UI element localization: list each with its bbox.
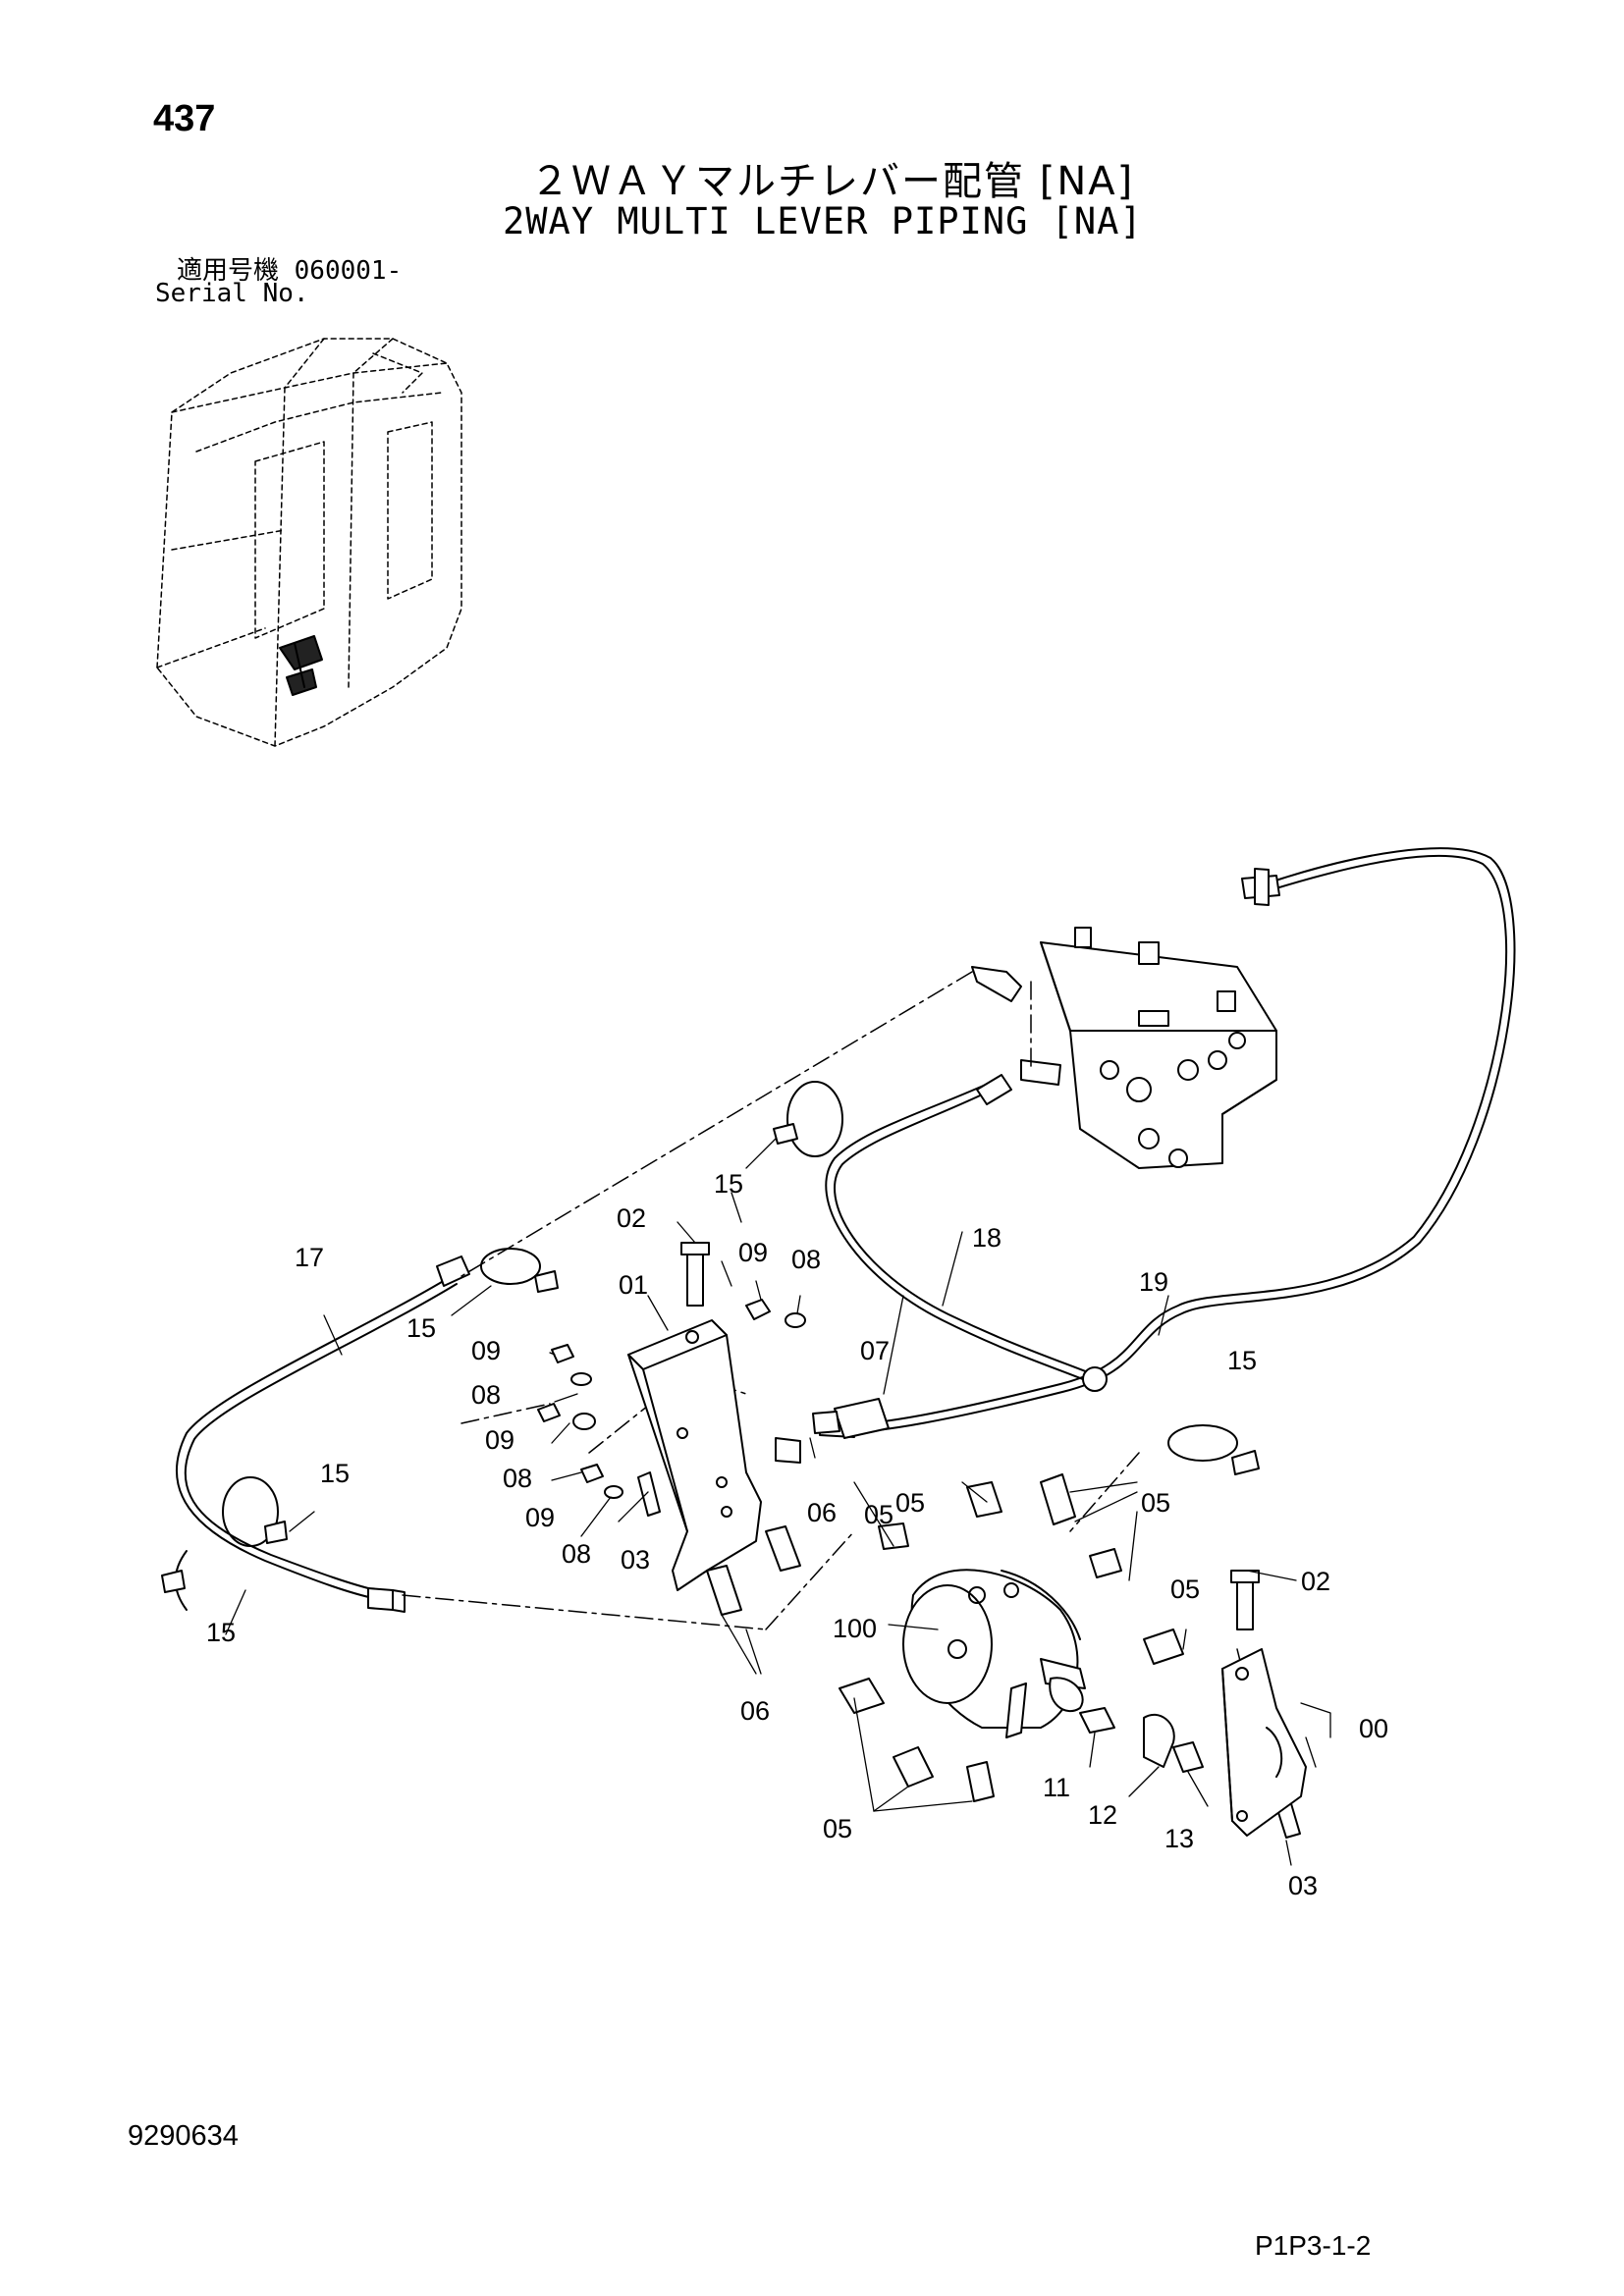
callout-00: 00 <box>1359 1714 1388 1743</box>
callout-15-top: 15 <box>714 1169 743 1199</box>
serial-label-japanese: 適用号機 060001- <box>177 256 403 286</box>
callout-05-a: 05 <box>895 1488 925 1518</box>
callout-02-right: 02 <box>1301 1567 1330 1596</box>
callout-07: 07 <box>860 1336 890 1365</box>
callout-06-lower: 06 <box>740 1696 770 1726</box>
callout-100: 100 <box>833 1614 877 1643</box>
elbow-fittings-05 <box>839 1473 1184 1802</box>
callout-15-right: 15 <box>1227 1346 1257 1375</box>
callout-09-c: 09 <box>525 1503 555 1532</box>
callout-08-b: 08 <box>503 1464 532 1493</box>
callout-17: 17 <box>295 1243 324 1272</box>
hose-clamps-15 <box>161 1081 1260 1611</box>
bracket-00 <box>1221 1648 1307 1837</box>
bracket-01 <box>627 1319 762 1591</box>
callout-01: 01 <box>619 1270 648 1300</box>
callout-03-right: 03 <box>1288 1871 1318 1900</box>
pilot-valve-block <box>1040 927 1277 1169</box>
callout-02-upper: 02 <box>617 1203 646 1233</box>
callout-12: 12 <box>1088 1800 1117 1830</box>
page-title-english: 2WAY MULTI LEVER PIPING [NA] <box>503 200 1143 242</box>
callout-15-left: 15 <box>406 1313 436 1343</box>
callout-09-upper-right: 09 <box>738 1238 768 1267</box>
callout-05-e: 05 <box>823 1814 852 1843</box>
valve-elbow-fitting <box>971 966 1061 1086</box>
callout-05-d: 05 <box>1170 1575 1200 1604</box>
cab-location-inset <box>156 338 462 747</box>
callout-15-bottom-left: 15 <box>206 1618 236 1647</box>
hose-19 <box>819 847 1516 1438</box>
cab-highlight-assembly <box>279 635 323 696</box>
document-number: 9290634 <box>128 2120 239 2152</box>
adapter-fittings-06 <box>706 1437 801 1616</box>
callout-labels: 15 02 09 08 18 17 01 19 15 07 09 15 08 0… <box>206 1169 1388 1900</box>
callout-11: 11 <box>1043 1773 1070 1802</box>
clamp-parts-11-12-13 <box>1079 1707 1204 1773</box>
page-code: P1P3-1-2 <box>1255 2230 1372 2261</box>
page-title-japanese: ２ＷＡＹマルチレバー配管 [NA] <box>530 159 1135 204</box>
callout-05-c: 05 <box>1141 1488 1170 1518</box>
hose-18 <box>825 1074 1108 1392</box>
callout-leader-lines <box>225 1138 1331 1866</box>
serial-label-english: Serial No. <box>155 279 309 308</box>
callout-09-a: 09 <box>471 1336 501 1365</box>
connector-07 <box>812 1398 890 1439</box>
callout-05-b: 05 <box>864 1500 893 1529</box>
callout-06-upper: 06 <box>807 1498 837 1527</box>
callout-19: 19 <box>1139 1267 1168 1297</box>
callout-13: 13 <box>1164 1824 1194 1853</box>
callout-09-b: 09 <box>485 1425 514 1455</box>
callout-08-a: 08 <box>471 1380 501 1410</box>
page-number: 437 <box>153 98 216 139</box>
callout-08-upper-right: 08 <box>791 1245 821 1274</box>
rotary-valve-100 <box>902 1569 1086 1738</box>
callout-18: 18 <box>972 1223 1001 1253</box>
hose-17 <box>176 1255 470 1613</box>
callout-03-left: 03 <box>621 1545 650 1575</box>
callout-08-c: 08 <box>562 1539 591 1569</box>
callout-15-mid-left: 15 <box>320 1459 350 1488</box>
